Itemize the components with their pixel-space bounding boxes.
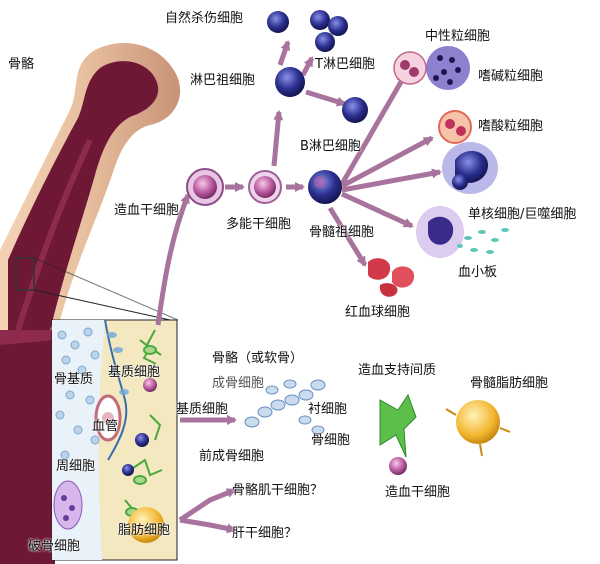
label-osteocyte: 骨细胞 [311,433,351,448]
stromal-derivatives [244,379,511,475]
label-eosinophil: 嗜酸粒细胞 [478,119,544,134]
label-muscle-stem: 骨骼肌干细胞？ [232,483,324,498]
label-hematopoietic-stroma: 造血支持间质 [358,363,437,378]
label-liver-stem: 肝干细胞？ [232,526,298,541]
label-adipocyte-inset: 脂肪细胞 [118,523,171,538]
bone-illustration [0,43,181,564]
label-pre-osteoblast: 前成骨细胞 [199,449,265,464]
label-stromal-cell: 基质细胞 [176,402,229,417]
label-bone-or-cartilage: 骨骼（或软骨） [212,351,304,366]
label-monocyte-macrophage: 单核细胞/巨噬细胞 [468,207,577,222]
label-pericyte: 周细胞 [56,459,96,474]
label-bone: 骨骼 [8,57,35,72]
marrow-inset [51,319,178,561]
zoom-box [15,257,35,291]
label-marrow-adipocyte: 骨髓脂肪细胞 [470,376,549,391]
label-neutrophil: 中性粒细胞 [425,29,491,44]
label-myeloid-progenitor: 骨髓祖细胞 [309,225,375,240]
label-platelet: 血小板 [458,265,498,280]
label-hsc: 造血干细胞 [114,203,180,218]
differentiation-arrows [155,40,442,534]
label-nk-cell: 自然杀伤细胞 [165,11,244,26]
label-osteoblast: 成骨细胞 [212,376,265,391]
label-erythrocyte: 红血球细胞 [345,305,411,320]
label-b-cell: B淋巴细胞 [300,139,361,154]
zoom-line [33,289,171,321]
label-osteoclast: 破骨细胞 [28,539,81,554]
hematopoietic-cells [186,10,509,297]
label-blood-vessel: 血管 [92,419,119,434]
label-bone-matrix: 骨基质 [54,372,94,387]
label-t-cell: T淋巴细胞 [315,57,375,72]
label-basophil: 嗜碱粒细胞 [478,69,544,84]
label-lining-cell: 衬细胞 [308,402,348,417]
label-multipotent: 多能干细胞 [226,217,292,232]
label-lymphoid-progenitor: 淋巴祖细胞 [190,73,256,88]
label-stromal-cell-inset: 基质细胞 [108,365,161,380]
label-hsc-stroma: 造血干细胞 [385,485,451,500]
